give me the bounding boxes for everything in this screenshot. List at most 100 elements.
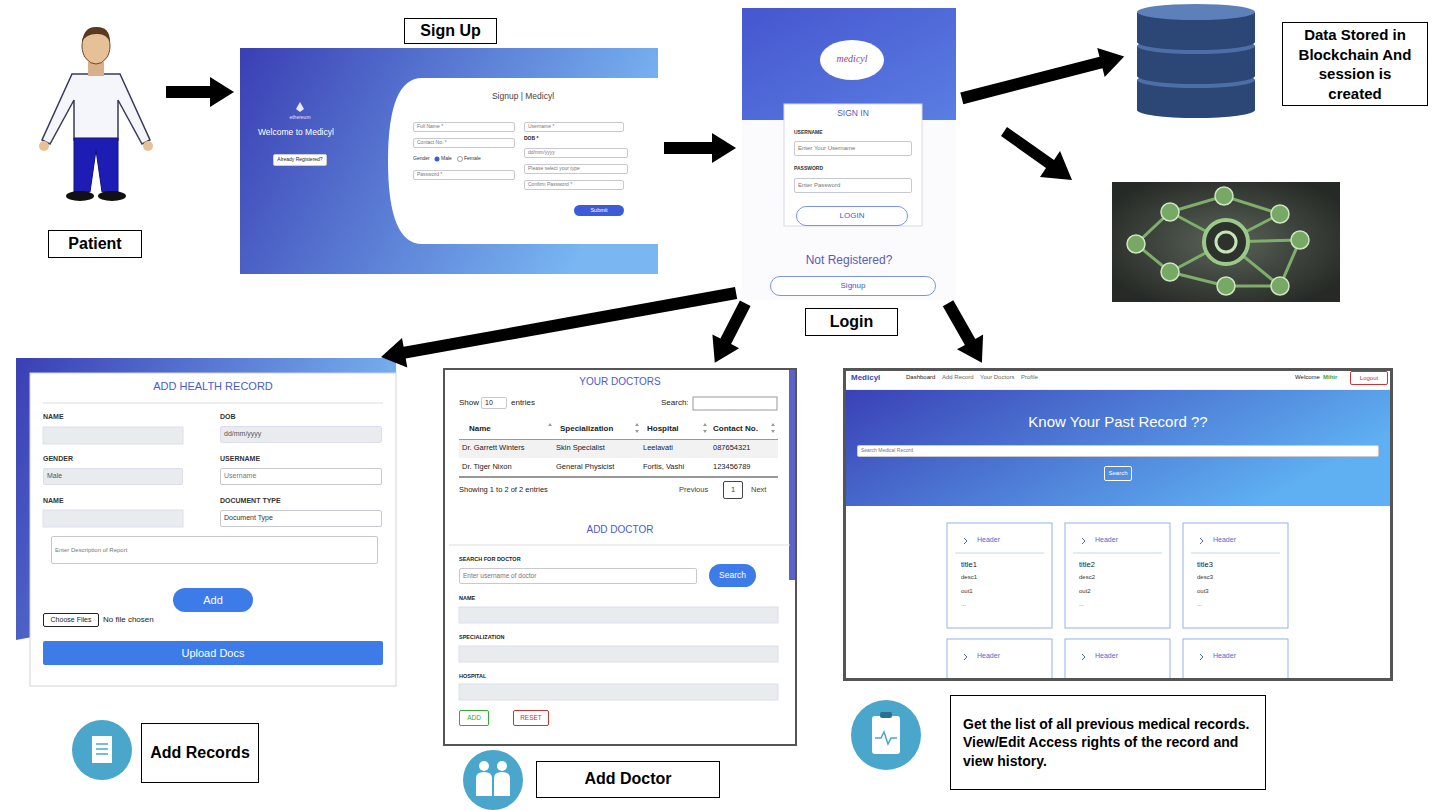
- ui-text: Name: [469, 424, 491, 433]
- ui-text: Dashboard: [906, 374, 935, 381]
- input-field: Search Medical Record: [857, 445, 1379, 457]
- ui-text: Contact No.: [713, 424, 758, 433]
- ui-text: SEARCH FOR DOCTOR: [459, 556, 521, 562]
- ui-text: desc2: [1079, 574, 1095, 581]
- ui-text: PASSWORD: [794, 166, 823, 172]
- ui-text: Female: [464, 156, 481, 162]
- ui-text: Skin Specialist: [556, 444, 605, 453]
- button: Add: [173, 588, 253, 612]
- button: LOGIN: [796, 206, 908, 226]
- ui-text: SIGN IN: [784, 109, 922, 119]
- button: Choose Files: [43, 613, 99, 627]
- caption-box: Get the list of all previous medical rec…: [950, 695, 1266, 790]
- ui-text: Your Doctors: [980, 374, 1014, 381]
- ui-text: General Physicist: [556, 463, 614, 472]
- caption-box: Patient: [48, 230, 142, 258]
- login-screenshot: [742, 8, 956, 300]
- ui-text: DOCUMENT TYPE: [220, 497, 281, 505]
- input-field: Contact No. *: [413, 138, 515, 148]
- flow-arrow: [166, 77, 234, 107]
- input-field: Enter Description of Report: [51, 536, 378, 564]
- ui-text: YOUR DOCTORS: [443, 376, 797, 388]
- ui-text: Welcome: [1295, 374, 1320, 381]
- caption-box: Add Records: [141, 723, 259, 783]
- ui-text: Showing 1 to 2 of 2 entries: [459, 486, 548, 495]
- input-field: Confirm Password *: [524, 180, 624, 190]
- flow-arrow: [381, 287, 737, 367]
- ui-text: desc3: [1197, 574, 1213, 581]
- ui-text: Next: [751, 486, 766, 495]
- ui-text: Header: [1213, 536, 1236, 544]
- ui-text: HOSPITAL: [459, 673, 486, 679]
- ui-text: ...: [961, 601, 966, 608]
- ui-text: Dr. Tiger Nixon: [462, 463, 512, 472]
- ui-text: Mihir: [1323, 374, 1337, 381]
- ui-text: out2: [1079, 588, 1091, 595]
- dashboard-screenshot: [843, 368, 1393, 681]
- database-icon: [1137, 4, 1255, 118]
- button: 1: [723, 481, 743, 499]
- input-field: Password *: [413, 170, 515, 180]
- input-field: dd/mm/yyyy: [524, 148, 628, 158]
- ui-text: Specialization: [560, 424, 613, 433]
- ui-text: Search:: [661, 398, 689, 407]
- ui-text: ADD HEALTH RECORD: [30, 380, 396, 393]
- button: Upload Docs: [43, 641, 383, 665]
- input-field: Document Type: [220, 510, 382, 527]
- ui-text: 087654321: [713, 444, 751, 453]
- input-field: Full Name *: [413, 122, 515, 132]
- ui-text: medicyl: [820, 53, 884, 65]
- ui-text: Male: [441, 156, 452, 162]
- pointer-arrow: [1001, 127, 1072, 180]
- flow-arrow: [664, 133, 736, 163]
- ui-text: Header: [1213, 652, 1236, 660]
- caption-box: Add Doctor: [536, 761, 720, 798]
- ui-text: DOB: [220, 413, 236, 421]
- ui-text: ADD DOCTOR: [443, 524, 797, 536]
- ui-text: Fortis, Vashi: [643, 463, 684, 472]
- disabled-field: Male: [43, 468, 183, 485]
- ui-text: SPECIALIZATION: [459, 634, 504, 640]
- caption-box: Data Stored in Blockchain And session is…: [1282, 22, 1428, 106]
- ui-text: title1: [961, 561, 977, 570]
- input-field: Enter Your Username: [794, 141, 912, 156]
- button: RESET: [513, 710, 549, 726]
- flow-arrow: [960, 48, 1124, 104]
- ui-text: USERNAME: [220, 455, 260, 463]
- ui-text: GENDER: [43, 455, 73, 463]
- ui-text: title3: [1197, 561, 1213, 570]
- signup-screen: Sign UpethereumWelcome to MedicylAlready…: [240, 48, 658, 274]
- records-icon: [72, 720, 132, 780]
- ui-text: ...: [1197, 601, 1202, 608]
- ui-text: Show: [459, 398, 479, 407]
- ui-text: Header: [1095, 652, 1118, 660]
- button: ADD: [459, 710, 489, 726]
- blockchain-store: Data Stored in Blockchain And session is…: [1130, 2, 1430, 118]
- ui-text: ethereum: [284, 115, 316, 121]
- doctors-screenshot: [443, 368, 797, 746]
- ui-text: Add Record: [942, 374, 974, 381]
- input-field: Enter Password: [794, 178, 912, 193]
- ui-text: Previous: [679, 486, 708, 495]
- patient-actor: Patient: [35, 20, 160, 265]
- ui-text: Header: [977, 536, 1000, 544]
- ui-text: Welcome to Medicyl: [258, 128, 334, 138]
- button: Signup: [770, 276, 936, 296]
- doctor-icon: [463, 750, 523, 810]
- ui-text: Profile: [1021, 374, 1038, 381]
- ui-text: NAME: [459, 595, 475, 601]
- flow-arrow: [943, 300, 983, 363]
- ui-text: title2: [1079, 561, 1095, 570]
- ui-text: desc1: [961, 574, 977, 581]
- ui-text: Not Registered?: [742, 254, 956, 268]
- doctors-screen: YOUR DOCTORSShow10entriesSearch:NameSpec…: [443, 368, 797, 746]
- disabled-field: dd/mm/yyyy: [220, 426, 382, 443]
- ui-text: No file chosen: [103, 615, 154, 624]
- ui-text: entries: [511, 398, 535, 407]
- ui-text: ...: [1079, 601, 1084, 608]
- login-screen: medicylSIGN INUSERNAMEEnter Your Usernam…: [742, 8, 956, 298]
- patient-figure: [39, 27, 153, 201]
- flow-arrow: [712, 301, 750, 363]
- ui-text: NAME: [43, 497, 64, 505]
